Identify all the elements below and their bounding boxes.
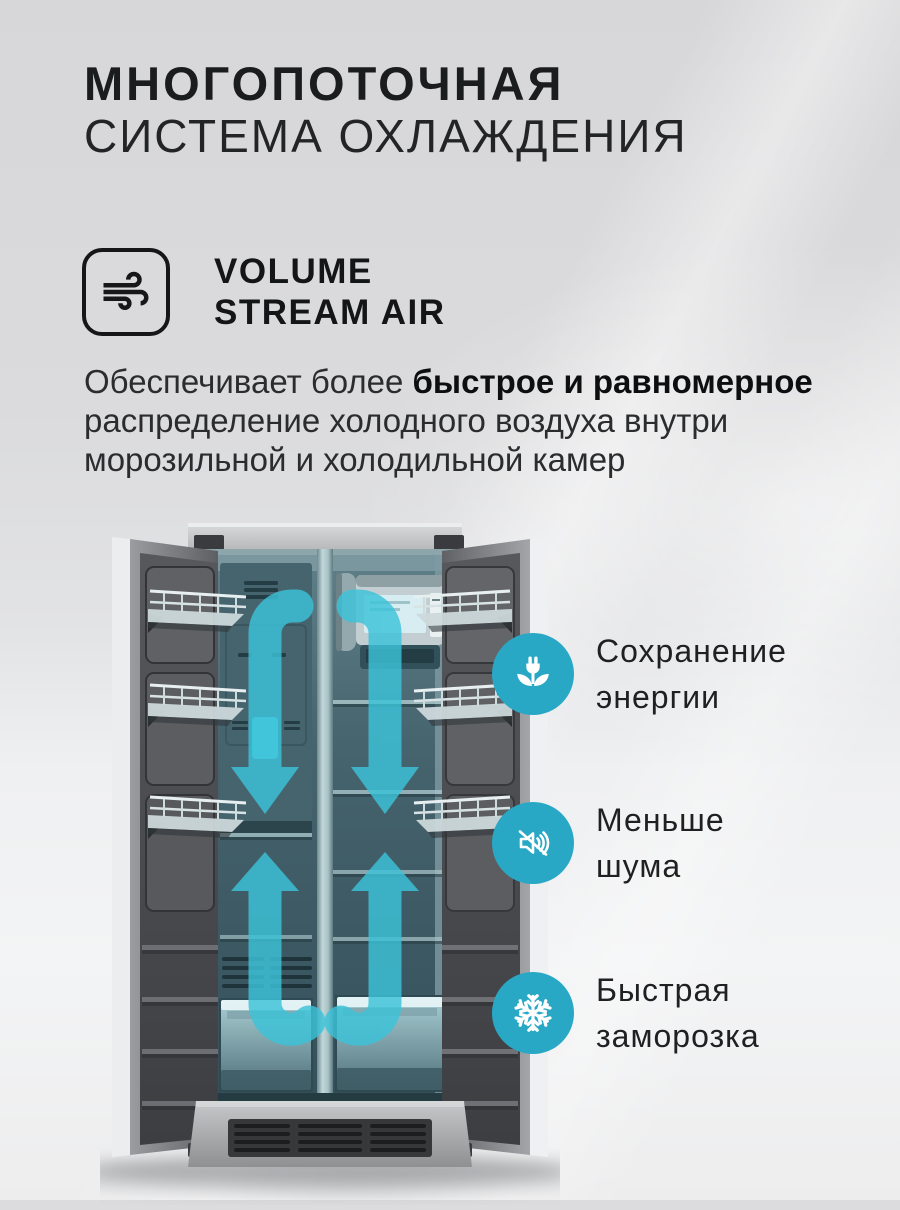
benefit-energy-saving: Сохранение энергии	[492, 628, 787, 720]
benefit-fast-freeze: Быстрая заморозка	[492, 967, 760, 1059]
airflow-arrows	[231, 589, 419, 1046]
title-line-2: СИСТЕМА ОХЛАЖДЕНИЯ	[84, 110, 688, 162]
snowflake-glyph	[514, 994, 552, 1032]
vent-grille	[228, 1119, 432, 1157]
title-line-1: МНОГОПОТОЧНАЯ	[84, 57, 565, 110]
feature-name-line-1: VOLUME	[214, 252, 373, 291]
description-part2: распределение холодного воздуха внутри м…	[84, 402, 729, 478]
benefit-label-line1: Быстрая	[596, 972, 731, 1008]
air-flow-icon	[82, 248, 170, 336]
fridge-svg	[28, 523, 628, 1197]
fridge-illustration	[28, 505, 628, 1205]
benefit-label-line2: шума	[596, 848, 682, 884]
airflow-up-left	[248, 874, 326, 1046]
compartment-divider	[317, 549, 333, 1105]
noise-reduction-icon	[492, 802, 574, 884]
fast-freeze-icon	[492, 972, 574, 1054]
page-title: МНОГОПОТОЧНАЯ СИСТЕМА ОХЛАЖДЕНИЯ	[84, 57, 688, 163]
benefit-label-line1: Меньше	[596, 802, 725, 838]
energy-saving-icon	[492, 633, 574, 715]
wind-glyph	[103, 271, 149, 310]
kick-panel	[188, 1101, 472, 1167]
airflow-down-left	[248, 589, 314, 784]
benefit-label-line2: энергии	[596, 679, 721, 715]
plug-leaf-glyph	[517, 656, 549, 686]
feature-name-line-2: STREAM AIR	[214, 293, 446, 332]
benefit-label: Меньше шума	[596, 797, 725, 889]
airflow-down-right	[336, 589, 402, 784]
benefit-label: Быстрая заморозка	[596, 967, 760, 1059]
description-text: Обеспечивает более быстрое и равномерное…	[84, 362, 852, 479]
feature-header: VOLUME STREAM AIR	[82, 248, 445, 336]
description-bold: быстрое и равномерное	[412, 363, 813, 400]
left-door	[112, 537, 248, 1157]
benefit-label: Сохранение энергии	[596, 628, 787, 720]
airflow-up-right	[324, 874, 402, 1046]
benefit-label-line2: заморозка	[596, 1018, 760, 1054]
feature-name: VOLUME STREAM AIR	[214, 251, 445, 333]
benefit-label-line1: Сохранение	[596, 633, 787, 669]
mute-speaker-glyph	[518, 830, 550, 856]
benefit-less-noise: Меньше шума	[492, 797, 725, 889]
description-part1: Обеспечивает более	[84, 363, 413, 400]
